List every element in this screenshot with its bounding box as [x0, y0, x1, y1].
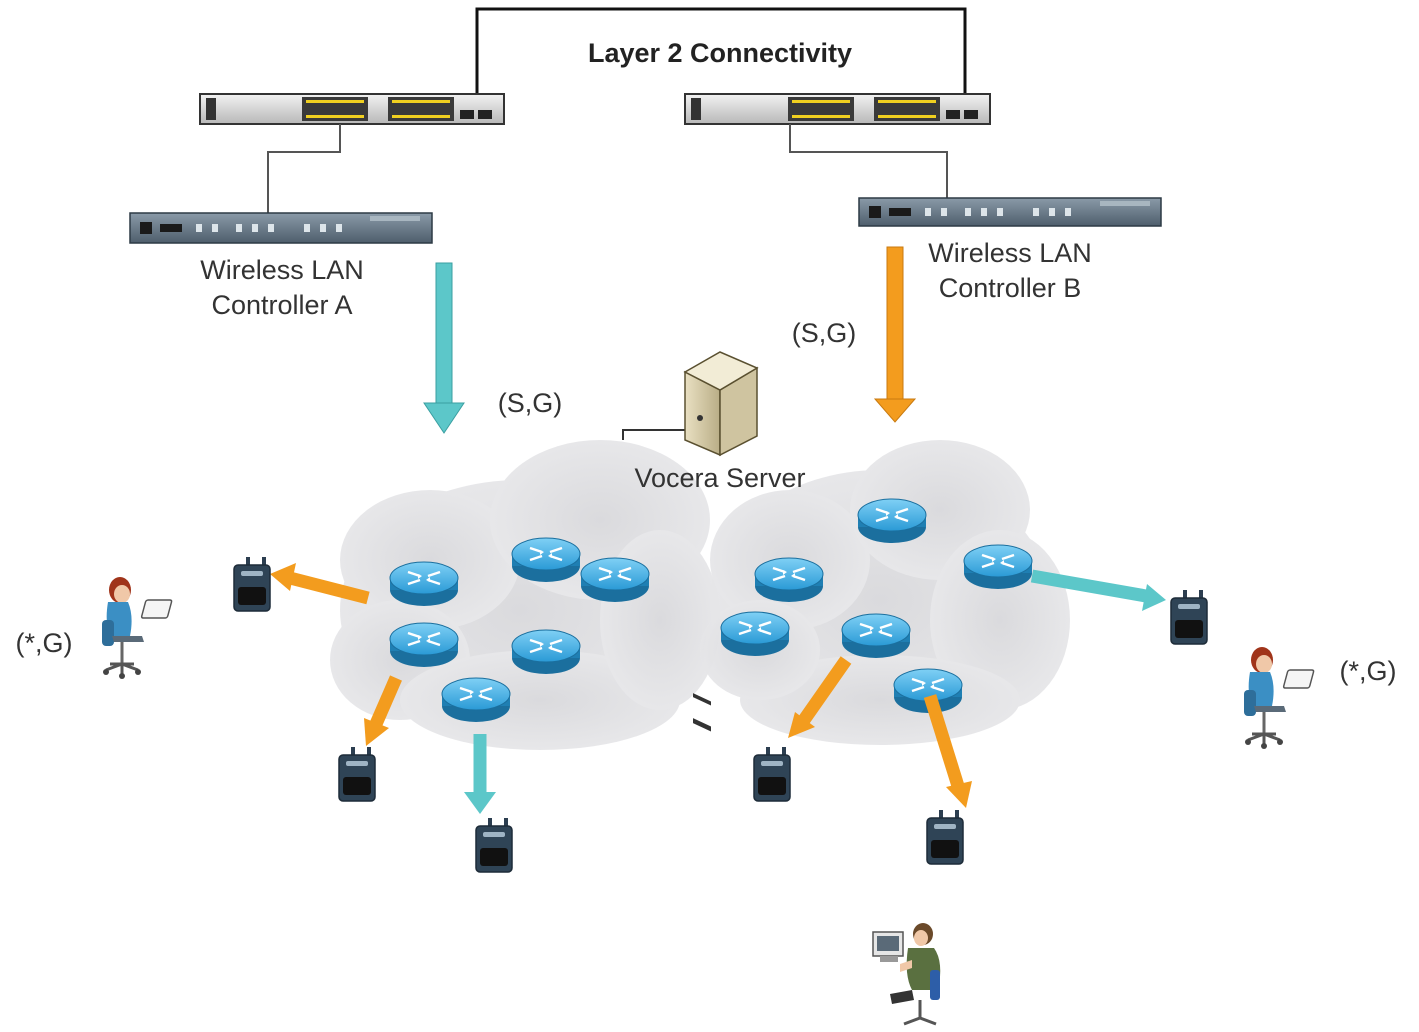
layer2-link [475, 7, 967, 95]
router-b1 [856, 497, 928, 545]
access-point-bottom-center [475, 817, 513, 873]
controller-a-label-line2: Controller A [211, 290, 352, 320]
router-a5 [510, 628, 582, 676]
access-point-bottom-right [753, 746, 791, 802]
arrow-router-b3-to-ap-right [1030, 569, 1166, 611]
switch-b [684, 93, 991, 125]
controller-a-label-line1: Wireless LAN [200, 255, 364, 285]
flow-label-sg-a: (S,G) [498, 388, 563, 418]
controller-a-device [129, 212, 433, 244]
wireless-client-right-icon [1242, 645, 1316, 751]
server-link [622, 429, 690, 440]
controller-b-label-line2: Controller B [939, 273, 1082, 303]
arrow-router-b6-to-ap-bottom [923, 694, 972, 808]
router-b3 [962, 543, 1034, 591]
router-a2 [510, 536, 582, 584]
client-label-left: (*,G) [16, 628, 73, 658]
link-switch-b-controller-b [789, 124, 948, 198]
router-a4 [388, 621, 460, 669]
flow-label-sg-b: (S,G) [792, 318, 857, 348]
router-a1 [388, 560, 460, 608]
router-b4 [719, 610, 791, 658]
router-b5 [840, 612, 912, 660]
controller-b-device [858, 197, 1162, 227]
vocera-server-label: Vocera Server [634, 463, 805, 493]
multicast-arrow-controller-a [423, 262, 465, 434]
client-label-right: (*,G) [1340, 656, 1397, 686]
router-b2 [753, 556, 825, 604]
access-point-bottom-left [338, 746, 376, 802]
access-point-bottom-far-right [926, 809, 964, 865]
layer2-title: Layer 2 Connectivity [588, 38, 852, 68]
access-point-left [233, 556, 271, 612]
arrow-router-a1-to-ap-left [270, 563, 370, 605]
desktop-user-icon [872, 923, 941, 1026]
arrow-router-b5-to-ap-bottom [788, 656, 852, 738]
wireless-client-left-icon [100, 575, 174, 681]
multicast-arrow-controller-b [873, 246, 917, 423]
access-point-right [1170, 589, 1208, 645]
controller-b-label-line1: Wireless LAN [928, 238, 1092, 268]
arrow-router-a4-to-ap-bottom [364, 675, 402, 746]
vocera-server-icon [683, 351, 759, 732]
link-switch-a-controller-a [267, 124, 341, 213]
router-a6 [440, 676, 512, 724]
arrow-router-a6-to-ap-bottom [464, 734, 496, 814]
router-a3 [579, 556, 651, 604]
switch-a [199, 93, 505, 125]
